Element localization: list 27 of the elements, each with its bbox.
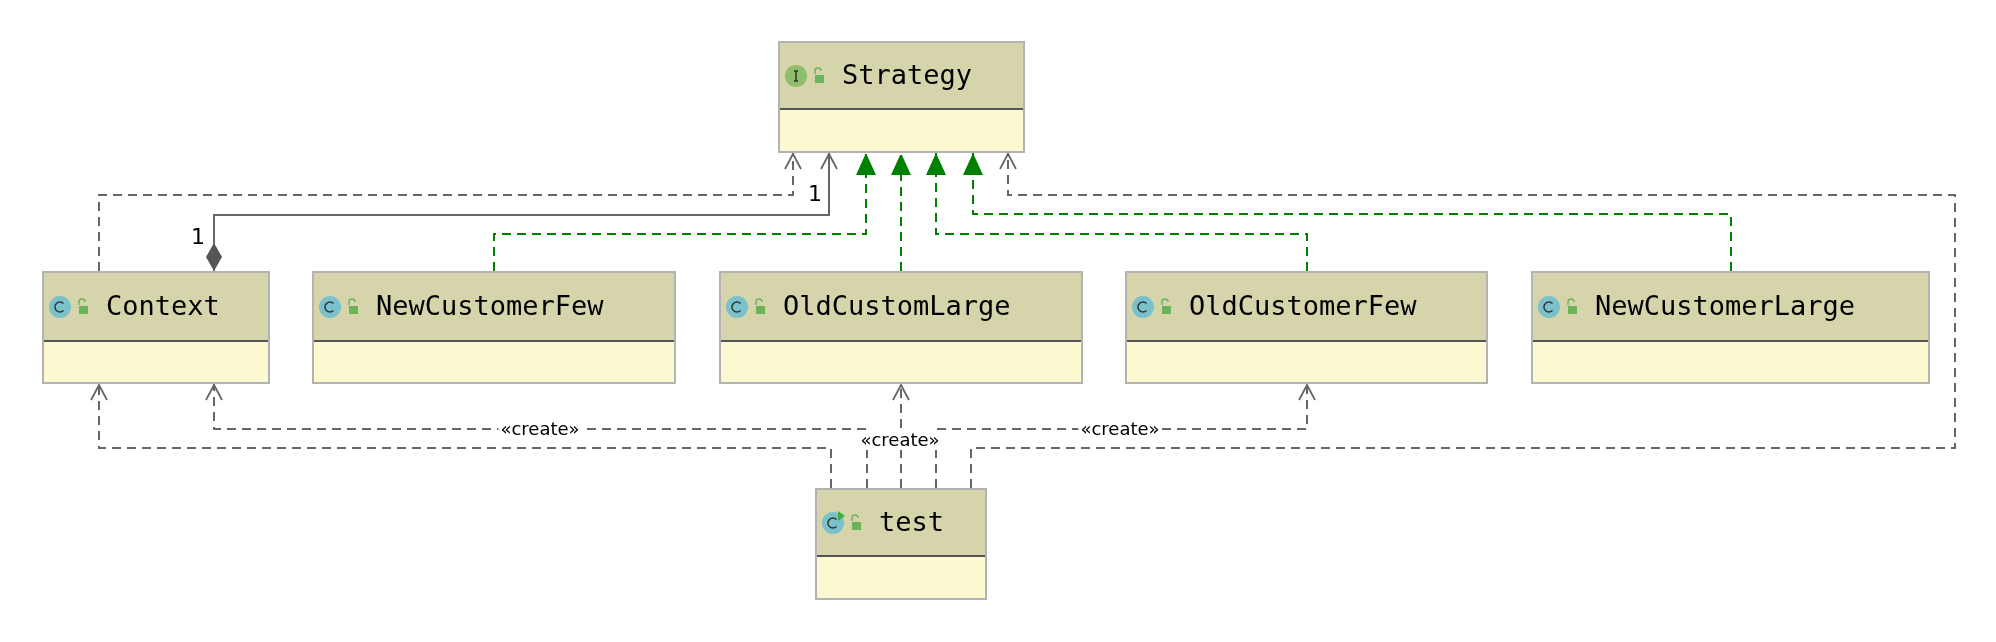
class-name: OldCustomLarge [783,289,1011,324]
class-box [312,271,676,384]
inheritance-arrow [493,152,876,272]
dependency-arrow [90,383,832,489]
class-box [1531,271,1930,384]
class-name: NewCustomerLarge [1595,289,1856,324]
dependency-arrow [98,152,802,272]
class-name: OldCustomerFew [1189,289,1417,324]
class-box [778,41,1025,153]
class-name: Context [106,289,220,324]
dependency-arrow [970,152,1956,489]
multiplicity-label: 1 [191,225,205,249]
class-box [719,271,1083,384]
inheritance-arrow [891,152,911,272]
class-name: NewCustomerFew [376,289,604,324]
dependency-arrow [205,383,868,489]
class-box [815,488,987,600]
inheritance-arrow [926,152,1308,272]
class-name: test [879,505,945,540]
class-name: Strategy [842,58,973,93]
multiplicity-label: 1 [808,182,822,206]
composition-arrow [206,152,838,272]
class-box [1125,271,1488,384]
class-box [42,271,270,384]
edge-label: «create» [858,430,942,450]
dependency-arrow [892,383,910,489]
inheritance-arrow [963,152,1732,272]
